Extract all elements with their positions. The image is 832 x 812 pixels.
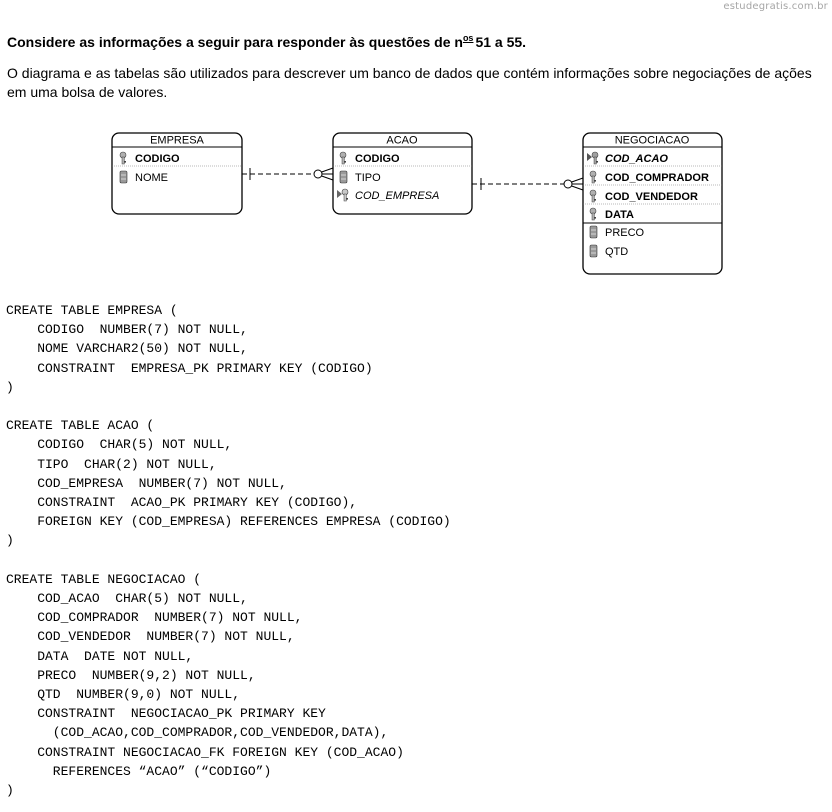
column-icon	[589, 225, 598, 239]
code-line: CONSTRAINT NEGOCIACAO_FK FOREIGN KEY (CO…	[6, 744, 404, 760]
relationship-acao-negociacao	[472, 177, 584, 191]
sql-code-block: CREATE TABLE EMPRESA ( CODIGO NUMBER(7) …	[6, 301, 451, 800]
svg-text:TIPO: TIPO	[355, 172, 381, 184]
entity-empresa-field: NOME	[119, 170, 168, 184]
code-line: CREATE TABLE ACAO (	[6, 418, 155, 434]
entity-negociacao-field: COD_COMPRADOR	[589, 170, 709, 184]
foreign-key-icon	[337, 188, 349, 202]
svg-text:COD_VENDEDOR: COD_VENDEDOR	[605, 191, 698, 203]
entity-negociacao-field: DATA	[589, 207, 634, 221]
entity-negociacao-field: COD_ACAO	[587, 151, 668, 165]
er-diagram: EMPRESA CODIGO NOME ACAO CODIGO TIPO COD…	[111, 132, 723, 275]
primary-key-icon	[589, 207, 597, 221]
entity-negociacao-field: QTD	[589, 244, 628, 258]
code-line: CREATE TABLE NEGOCIACAO (	[6, 571, 202, 587]
svg-text:PRECO: PRECO	[605, 227, 645, 239]
entity-acao-field: CODIGO	[339, 151, 400, 165]
entity-negociacao-field: COD_VENDEDOR	[589, 189, 698, 203]
code-line: PRECO NUMBER(9,2) NOT NULL,	[6, 667, 256, 683]
svg-text:CODIGO: CODIGO	[135, 153, 180, 165]
intro-paragraph: O diagrama e as tabelas são utilizados p…	[7, 65, 812, 100]
heading-superscript: os	[462, 33, 474, 43]
code-line: COD_COMPRADOR NUMBER(7) NOT NULL,	[6, 610, 303, 626]
heading-range: 51 a 55.	[475, 34, 527, 50]
svg-text:NOME: NOME	[135, 172, 168, 184]
entity-acao: ACAO CODIGO TIPO COD_EMPRESA	[332, 132, 473, 215]
column-icon	[119, 170, 128, 184]
code-line: TIPO CHAR(2) NOT NULL,	[6, 456, 217, 472]
primary-key-icon	[589, 170, 597, 184]
heading-text: Considere as informações a seguir para r…	[7, 34, 463, 50]
code-line: CREATE TABLE EMPRESA (	[6, 303, 178, 318]
primary-key-icon	[119, 151, 127, 165]
code-line: )	[6, 533, 14, 549]
code-line: CONSTRAINT ACAO_PK PRIMARY KEY (CODIGO),	[6, 495, 358, 511]
svg-text:COD_COMPRADOR: COD_COMPRADOR	[605, 172, 709, 184]
code-line: CONSTRAINT EMPRESA_PK PRIMARY KEY (CODIG…	[6, 360, 373, 376]
primary-key-icon	[339, 151, 347, 165]
entity-acao-field: TIPO	[339, 170, 381, 184]
svg-text:QTD: QTD	[605, 246, 628, 258]
code-line: CONSTRAINT NEGOCIACAO_PK PRIMARY KEY	[6, 706, 326, 722]
code-line: )	[6, 783, 14, 799]
code-line: CODIGO CHAR(5) NOT NULL,	[6, 437, 233, 453]
entity-empresa: EMPRESA CODIGO NOME	[111, 132, 243, 215]
code-line: CODIGO NUMBER(7) NOT NULL,	[6, 322, 248, 338]
code-line: (COD_ACAO,COD_COMPRADOR,COD_VENDEDOR,DAT…	[6, 725, 389, 741]
code-line: QTD NUMBER(9,0) NOT NULL,	[6, 687, 241, 703]
entity-negociacao-field: PRECO	[589, 225, 645, 239]
code-line: )	[6, 379, 14, 395]
svg-text:CODIGO: CODIGO	[355, 153, 400, 165]
svg-text:DATA: DATA	[605, 209, 634, 221]
svg-text:COD_EMPRESA: COD_EMPRESA	[355, 190, 439, 202]
code-line: COD_VENDEDOR NUMBER(7) NOT NULL,	[6, 629, 295, 645]
column-icon	[339, 170, 348, 184]
entity-empresa-title: EMPRESA	[150, 135, 204, 147]
primary-foreign-key-icon	[587, 151, 599, 165]
relationship-empresa-acao	[242, 167, 334, 181]
entity-acao-field: COD_EMPRESA	[337, 188, 439, 202]
code-line: NOME VARCHAR2(50) NOT NULL,	[6, 341, 248, 357]
code-line: DATA DATE NOT NULL,	[6, 648, 194, 664]
entity-empresa-field: CODIGO	[119, 151, 180, 165]
entity-negociacao-title: NEGOCIACAO	[615, 135, 690, 147]
code-line: COD_ACAO CHAR(5) NOT NULL,	[6, 591, 248, 607]
primary-key-icon	[589, 189, 597, 203]
code-line: REFERENCES “ACAO” (“CODIGO”)	[6, 763, 272, 779]
svg-text:COD_ACAO: COD_ACAO	[605, 153, 668, 165]
code-line: FOREIGN KEY (COD_EMPRESA) REFERENCES EMP…	[6, 514, 451, 530]
code-line: COD_EMPRESA NUMBER(7) NOT NULL,	[6, 475, 287, 491]
column-icon	[589, 244, 598, 258]
watermark: estudegratis.com.br	[723, 1, 828, 12]
entity-negociacao: NEGOCIACAO COD_ACAO COD_COMPRADOR COD_VE…	[582, 132, 723, 275]
entity-acao-title: ACAO	[386, 135, 418, 147]
question-heading: Considere as informações a seguir para r…	[7, 33, 527, 50]
